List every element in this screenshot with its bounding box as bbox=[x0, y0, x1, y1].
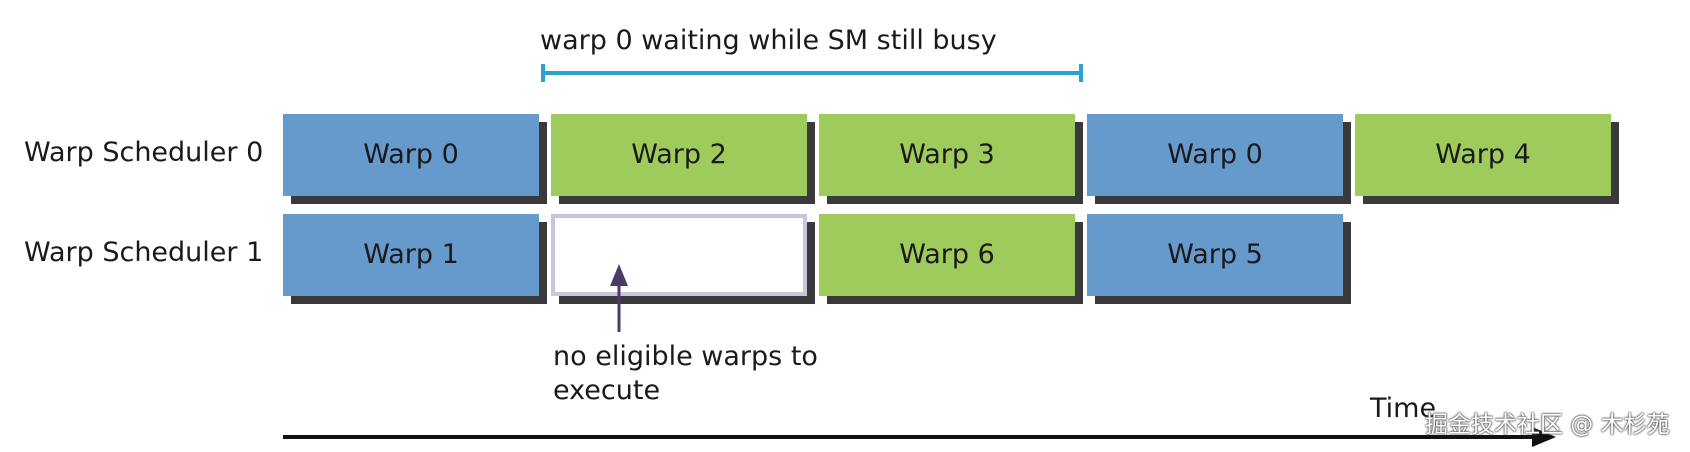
time-axis-label: Time bbox=[1370, 393, 1437, 424]
warp-block: Warp 0 bbox=[1087, 114, 1351, 204]
row-label-scheduler-0: Warp Scheduler 0 bbox=[24, 137, 264, 168]
idle-note-line-1: no eligible warps to bbox=[553, 341, 818, 372]
warp-block-label: Warp 5 bbox=[1087, 214, 1343, 296]
warp-block-label: Warp 0 bbox=[283, 114, 539, 196]
idle-note-line-2: execute bbox=[553, 375, 661, 406]
warp-block-label: Warp 1 bbox=[283, 214, 539, 296]
warp-block: Warp 5 bbox=[1087, 214, 1351, 304]
warp-block: Warp 3 bbox=[819, 114, 1083, 204]
bracket bbox=[541, 64, 1083, 82]
idle-note: no eligible warps to execute bbox=[553, 340, 853, 408]
warp-block-label: Warp 4 bbox=[1355, 114, 1611, 196]
time-axis bbox=[283, 427, 1556, 447]
warp-block-label: Warp 6 bbox=[819, 214, 1075, 296]
warp-block-label: Warp 0 bbox=[1087, 114, 1343, 196]
warp-block: Warp 4 bbox=[1355, 114, 1619, 204]
row-label-scheduler-1: Warp Scheduler 1 bbox=[24, 237, 264, 268]
warp-block: Warp 2 bbox=[551, 114, 815, 204]
warp-block: Warp 0 bbox=[283, 114, 547, 204]
watermark: 掘金技术社区 @ 木杉苑 bbox=[1425, 412, 1670, 438]
bracket-label: warp 0 waiting while SM still busy bbox=[540, 25, 997, 56]
idle-slot bbox=[551, 214, 815, 304]
warp-block: Warp 1 bbox=[283, 214, 547, 304]
warp-block-label: Warp 2 bbox=[551, 114, 807, 196]
warp-block-label: Warp 3 bbox=[819, 114, 1075, 196]
idle-slot-face bbox=[551, 214, 807, 296]
warp-block: Warp 6 bbox=[819, 214, 1083, 304]
